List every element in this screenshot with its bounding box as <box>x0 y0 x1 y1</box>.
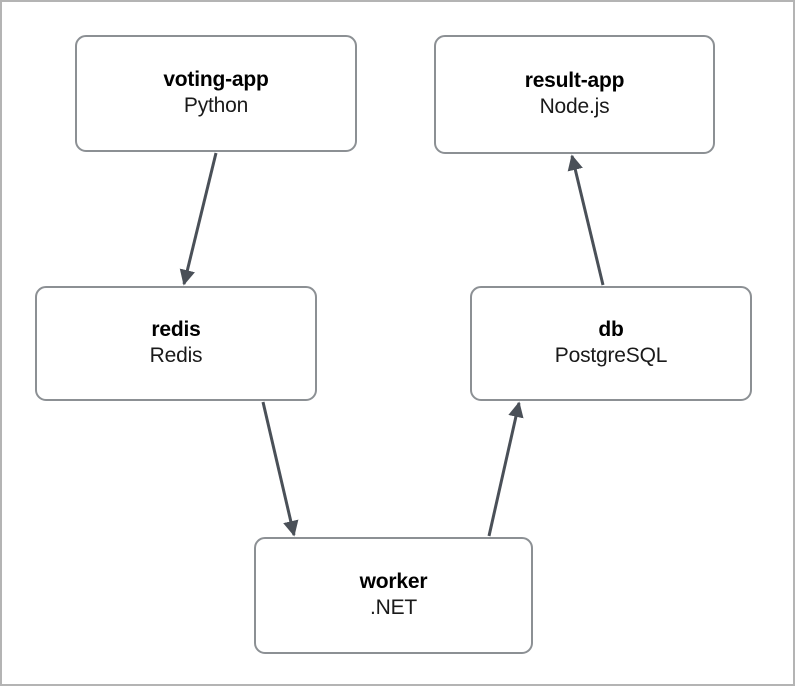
node-result-app[interactable]: result-app Node.js <box>434 35 715 154</box>
node-redis[interactable]: redis Redis <box>35 286 317 401</box>
edge-worker-to-db <box>487 401 524 537</box>
node-title: result-app <box>524 69 625 93</box>
node-db[interactable]: db PostgreSQL <box>470 286 752 401</box>
edge-db-to-result-app <box>567 154 605 286</box>
node-title: db <box>598 318 624 342</box>
node-worker[interactable]: worker .NET <box>254 537 533 654</box>
node-subtitle: PostgreSQL <box>554 343 668 367</box>
node-voting-app[interactable]: voting-app Python <box>75 35 357 152</box>
node-title: redis <box>151 318 201 342</box>
edge-redis-to-worker <box>261 401 299 537</box>
node-subtitle: Node.js <box>539 94 610 118</box>
edge-voting-app-to-redis <box>179 152 218 286</box>
node-subtitle: Redis <box>149 343 203 367</box>
node-title: worker <box>359 570 428 594</box>
node-title: voting-app <box>163 68 269 92</box>
node-subtitle: .NET <box>369 595 418 619</box>
node-subtitle: Python <box>183 93 249 117</box>
